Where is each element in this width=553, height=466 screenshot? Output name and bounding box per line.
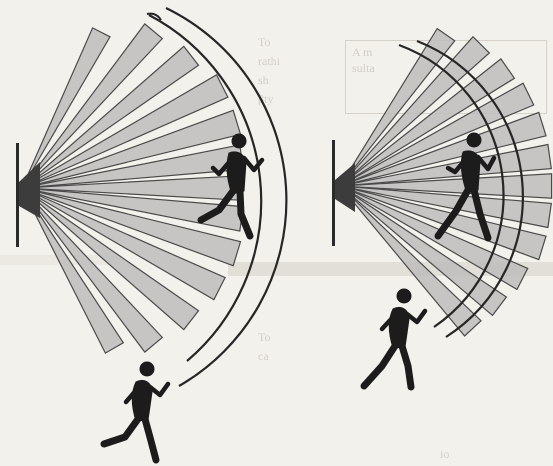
right-sensor-wall — [332, 140, 335, 246]
walker-leg — [104, 419, 138, 444]
runner-leg — [240, 191, 250, 236]
person-walking-icon — [104, 362, 168, 460]
left-sensor-wall — [16, 143, 19, 247]
sensor-icon — [335, 163, 355, 212]
sensor-beams-right — [340, 29, 552, 336]
walker-arm — [407, 311, 425, 322]
walker-leg — [402, 346, 411, 387]
sensor-beams-left — [22, 24, 243, 353]
right-panel — [332, 29, 552, 387]
walker-arm — [150, 384, 168, 395]
runner-head — [232, 134, 246, 148]
person-walking-icon — [364, 289, 425, 387]
walker-head — [140, 362, 154, 376]
walker-leg — [364, 346, 395, 386]
walker-head — [397, 289, 411, 303]
walker-leg — [145, 419, 156, 460]
left-panel — [16, 8, 286, 460]
runner-head — [467, 133, 481, 147]
